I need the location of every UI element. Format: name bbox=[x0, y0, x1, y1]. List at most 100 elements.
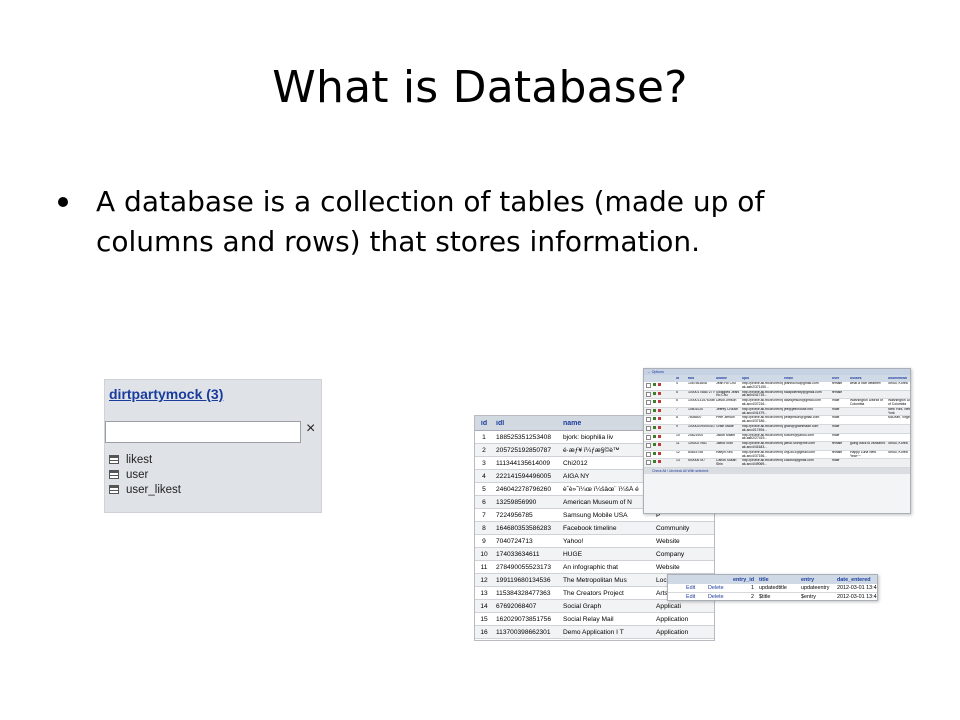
col-header[interactable]: entry bbox=[801, 576, 815, 583]
row-checkbox[interactable] bbox=[646, 400, 651, 406]
users-table-header: id fbid uname uplo email user uslikes uh… bbox=[644, 375, 910, 382]
col-header[interactable]: id bbox=[480, 419, 488, 427]
table-item-likest[interactable]: likest bbox=[109, 452, 181, 467]
delete-icon[interactable] bbox=[658, 425, 661, 429]
col-header[interactable]: entry_id bbox=[733, 576, 754, 583]
pencil-icon[interactable] bbox=[653, 451, 656, 455]
pencil-icon[interactable] bbox=[653, 408, 656, 412]
delete-icon[interactable] bbox=[658, 443, 661, 447]
close-icon[interactable]: × bbox=[306, 420, 316, 437]
table-cell: 20821900 bbox=[688, 433, 704, 437]
col-header[interactable]: uhometown bbox=[888, 376, 908, 380]
table-row[interactable]: 17125240220719CLUB MONACOClothing bbox=[475, 639, 714, 640]
table-cell: http://profile.ak.fbcdn.net/hprofile-ak-… bbox=[742, 390, 783, 398]
delete-icon[interactable] bbox=[658, 434, 661, 438]
table-cell: 7808500 bbox=[688, 416, 702, 420]
delete-icon[interactable] bbox=[658, 408, 661, 412]
table-cell: 246042278796260 bbox=[496, 485, 552, 493]
table-item-user-likest[interactable]: user_likest bbox=[109, 482, 181, 497]
delete-link[interactable]: Delete bbox=[708, 594, 724, 600]
slide-title: What is Database? bbox=[272, 62, 688, 113]
bullet-list: A database is a collection of tables (ma… bbox=[58, 182, 878, 262]
table-cell: 7040724713 bbox=[496, 537, 533, 545]
row-actions bbox=[644, 416, 675, 423]
table-cell: 5 bbox=[482, 485, 486, 493]
col-header[interactable]: title bbox=[759, 576, 769, 583]
pencil-icon[interactable] bbox=[653, 425, 656, 429]
table-cell: swapidentity@gmail.com bbox=[784, 390, 822, 394]
table-cell: Swapped Jeani Ho Chu bbox=[716, 390, 740, 398]
db-tree-title[interactable]: dirtpartymock (3) bbox=[109, 386, 224, 402]
table-cell: male bbox=[832, 459, 840, 463]
delete-icon[interactable] bbox=[658, 391, 661, 395]
table-cell: 222141594496005 bbox=[496, 472, 552, 480]
col-header[interactable]: user bbox=[832, 376, 840, 380]
delete-icon[interactable] bbox=[658, 417, 661, 421]
col-header[interactable]: date_entered bbox=[837, 576, 871, 583]
delete-icon[interactable] bbox=[658, 400, 661, 404]
row-checkbox[interactable] bbox=[646, 391, 651, 397]
row-checkbox[interactable] bbox=[646, 434, 651, 440]
col-header[interactable]: name bbox=[563, 419, 582, 427]
delete-icon[interactable] bbox=[658, 383, 661, 386]
row-checkbox[interactable] bbox=[646, 425, 651, 431]
table-cell: female bbox=[832, 442, 843, 446]
table-item-user[interactable]: user bbox=[109, 467, 181, 482]
table-cell: 115384328477363 bbox=[496, 589, 551, 597]
col-header[interactable]: id bbox=[676, 376, 680, 380]
table-cell: jaeoo.shin@me.com bbox=[784, 442, 815, 446]
table-cell: going back to zanzamit. bbox=[850, 442, 886, 446]
table-cell: Application bbox=[656, 615, 689, 623]
pencil-icon[interactable] bbox=[653, 443, 656, 447]
tree-search-input[interactable] bbox=[105, 421, 301, 443]
row-checkbox[interactable] bbox=[646, 460, 651, 466]
table-cell: The Creators Project bbox=[563, 589, 624, 597]
col-header[interactable]: fbid bbox=[688, 376, 695, 380]
check-all-footer[interactable]: Check All / Uncheck All With selected: bbox=[644, 467, 910, 474]
delete-icon[interactable] bbox=[658, 451, 661, 455]
col-header[interactable]: idl bbox=[496, 419, 505, 427]
table-cell: The Metropolitan Mus bbox=[563, 576, 627, 584]
col-header[interactable]: email bbox=[784, 376, 793, 380]
pencil-icon[interactable] bbox=[653, 460, 656, 464]
row-checkbox[interactable] bbox=[646, 451, 651, 457]
row-checkbox[interactable] bbox=[646, 443, 651, 449]
pencil-icon[interactable] bbox=[653, 383, 656, 386]
table-cell: http://profile.ak.fbcdn.net/hprofile-ak-… bbox=[742, 382, 783, 389]
edit-link[interactable]: Edit bbox=[686, 585, 696, 591]
pencil-icon[interactable] bbox=[653, 434, 656, 438]
col-header[interactable]: uname bbox=[716, 376, 727, 380]
pencil-icon[interactable] bbox=[653, 400, 656, 404]
delete-link[interactable]: Delete bbox=[708, 585, 724, 591]
row-checkbox[interactable] bbox=[646, 417, 651, 423]
pencil-icon[interactable] bbox=[653, 391, 656, 395]
row-checkbox[interactable] bbox=[646, 408, 651, 414]
edit-link[interactable]: Edit bbox=[686, 594, 696, 600]
pencil-icon[interactable] bbox=[653, 417, 656, 421]
col-header[interactable]: uplo bbox=[742, 376, 750, 380]
options-link[interactable]: ← Options bbox=[644, 369, 910, 375]
delete-icon[interactable] bbox=[658, 460, 661, 464]
table-cell: 8 bbox=[482, 524, 486, 532]
col-header[interactable]: uslikes bbox=[850, 376, 862, 380]
row-checkbox[interactable] bbox=[646, 383, 651, 388]
